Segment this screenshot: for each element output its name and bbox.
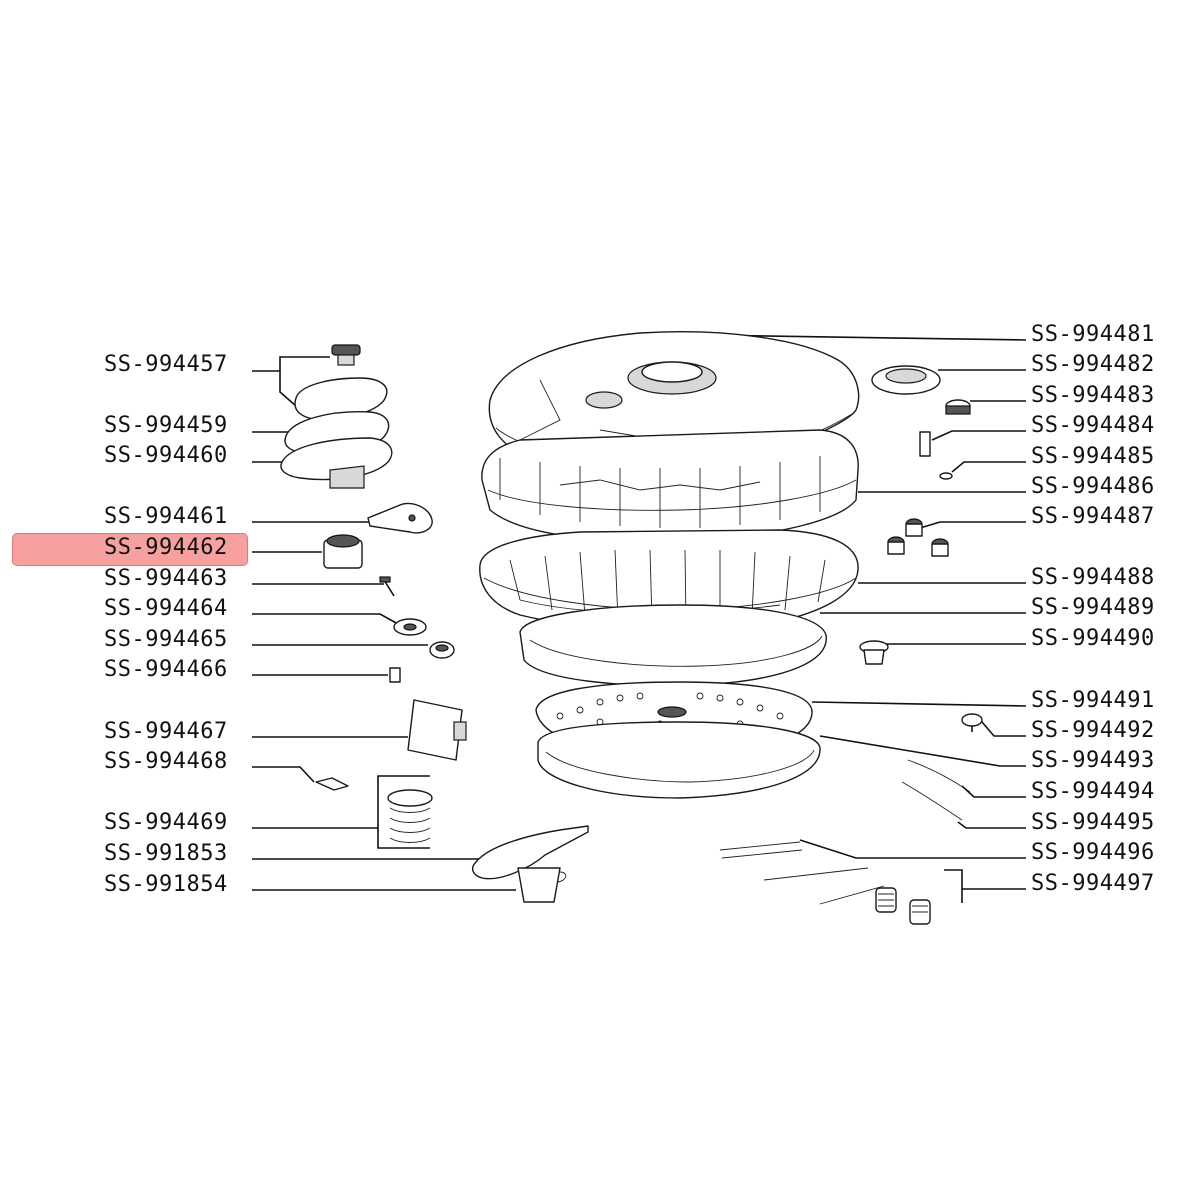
part-label-ss-994487[interactable]: SS-994487: [1031, 504, 1155, 529]
part-label-ss-994485[interactable]: SS-994485: [1031, 444, 1155, 469]
sensor-part: [919, 431, 931, 457]
part-label-ss-994491[interactable]: SS-994491: [1031, 688, 1155, 713]
part-label-ss-994463[interactable]: SS-994463: [104, 566, 228, 591]
handle-part: [315, 777, 349, 791]
thermostat-part: [961, 713, 983, 732]
part-label-ss-994495[interactable]: SS-994495: [1031, 810, 1155, 835]
part-label-ss-994459[interactable]: SS-994459: [104, 413, 228, 438]
part-label-ss-994489[interactable]: SS-994489: [1031, 595, 1155, 620]
spatula-part: [471, 825, 589, 880]
part-label-ss-994468[interactable]: SS-994468: [104, 749, 228, 774]
pin-part: [379, 576, 395, 597]
cap-part: [945, 399, 971, 415]
clip-part: [389, 667, 401, 683]
wire-part-a: [901, 759, 971, 821]
part-label-ss-994461[interactable]: SS-994461: [104, 504, 228, 529]
leader-lines-right: [699, 334, 1027, 903]
part-label-ss-994483[interactable]: SS-994483: [1031, 383, 1155, 408]
float-valve-part: [323, 534, 363, 569]
o-ring-part: [939, 472, 953, 480]
part-label-ss-994493[interactable]: SS-994493: [1031, 748, 1155, 773]
valve-base: [280, 437, 393, 489]
part-label-ss-994486[interactable]: SS-994486: [1031, 474, 1155, 499]
part-label-ss-994484[interactable]: SS-994484: [1031, 413, 1155, 438]
heating-coil-part: [719, 841, 931, 925]
part-label-ss-994488[interactable]: SS-994488: [1031, 565, 1155, 590]
part-label-ss-994492[interactable]: SS-994492: [1031, 718, 1155, 743]
part-label-ss-994467[interactable]: SS-994467: [104, 719, 228, 744]
part-label-ss-994460[interactable]: SS-994460: [104, 443, 228, 468]
button-ring-part: [871, 365, 941, 395]
part-label-ss-994490[interactable]: SS-994490: [1031, 626, 1155, 651]
measuring-cup-part: [517, 867, 567, 903]
grommet-part: [429, 641, 455, 659]
leader-lines-left: [252, 356, 516, 891]
part-label-ss-994466[interactable]: SS-994466: [104, 657, 228, 682]
valve-cover: [294, 377, 388, 421]
part-label-ss-994465[interactable]: SS-994465: [104, 627, 228, 652]
part-label-ss-994494[interactable]: SS-994494: [1031, 779, 1155, 804]
part-label-ss-994462[interactable]: SS-994462: [104, 535, 228, 560]
selected-part-highlight: [12, 533, 248, 566]
part-label-ss-994481[interactable]: SS-994481: [1031, 322, 1155, 347]
lid-frame: [481, 429, 859, 542]
feet-set-part: [887, 518, 949, 557]
washer-part: [393, 618, 427, 636]
part-label-ss-994469[interactable]: SS-994469: [104, 810, 228, 835]
seal-ring: [537, 721, 821, 799]
part-label-ss-994482[interactable]: SS-994482: [1031, 352, 1155, 377]
spring-valve-part: [387, 789, 433, 843]
knob-part: [859, 640, 889, 665]
hinge-part: [367, 502, 433, 534]
part-label-ss-991853[interactable]: SS-991853: [104, 841, 228, 866]
part-label-ss-994457[interactable]: SS-994457: [104, 352, 228, 377]
part-label-ss-994464[interactable]: SS-994464: [104, 596, 228, 621]
gasket-ring: [519, 604, 827, 687]
part-label-ss-991854[interactable]: SS-991854: [104, 872, 228, 897]
part-label-ss-994497[interactable]: SS-994497: [1031, 871, 1155, 896]
circuit-board-part: [407, 699, 467, 761]
valve-top: [331, 344, 361, 366]
part-label-ss-994496[interactable]: SS-994496: [1031, 840, 1155, 865]
